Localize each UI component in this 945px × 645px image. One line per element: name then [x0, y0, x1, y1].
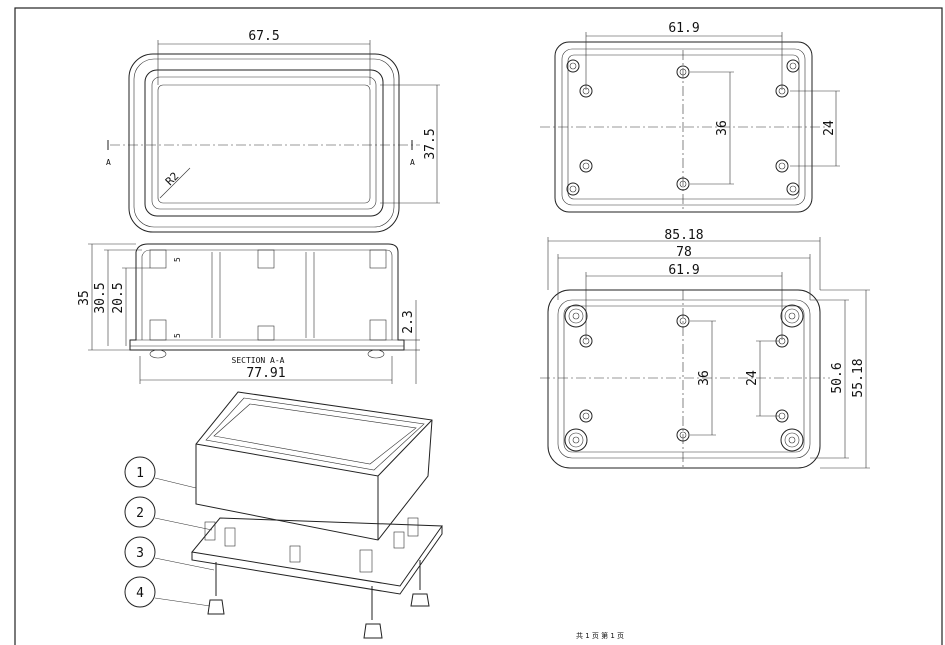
- section-upper-mark: 5: [173, 257, 182, 262]
- section-label: SECTION A-A: [232, 356, 285, 365]
- section-base-thickness: 2.3: [401, 310, 416, 333]
- callout-4: 4: [124, 576, 211, 608]
- bottom-hole-spacing: 61.9: [668, 263, 699, 278]
- top-width-dim: 67.5: [248, 29, 279, 44]
- top-height-dim: 37.5: [423, 128, 438, 159]
- inner-vertical-spacing: 36: [715, 120, 730, 136]
- callout-1: 1: [124, 456, 197, 489]
- svg-text:3: 3: [136, 546, 144, 561]
- top-view: 67.5 37.5 R2 A A: [106, 29, 440, 233]
- callout-2: 2: [124, 496, 213, 531]
- bottom-overall-width: 85.18: [664, 228, 703, 243]
- section-view: 35 30.5 20.5 5 5 2.3 SECTION A-A 77.91: [77, 243, 420, 384]
- inner-view: 61.9 36 24: [540, 21, 840, 213]
- bottom-overall-height: 55.18: [851, 358, 866, 397]
- section-mark-right: A: [410, 158, 415, 167]
- bottom-view: 85.18 78 61.9 36 24 50.6 55.18: [540, 228, 870, 470]
- section-lower-mark: 5: [173, 333, 182, 338]
- bottom-inner-height: 50.6: [830, 362, 845, 393]
- callout-3: 3: [124, 536, 215, 571]
- section-overall-height: 35: [77, 290, 92, 306]
- section-wall-height: 20.5: [111, 282, 126, 313]
- sheet-border: [14, 7, 943, 645]
- page-indicator: 共 1 页 第 1 页: [576, 631, 624, 640]
- svg-text:4: 4: [136, 586, 144, 601]
- bottom-side-spacing: 24: [745, 370, 760, 386]
- exploded-view: 1 2 3 4: [124, 391, 443, 639]
- section-inner-height: 30.5: [93, 282, 108, 313]
- bottom-vertical-spacing: 36: [697, 370, 712, 386]
- section-mark-left: A: [106, 158, 111, 167]
- svg-text:2: 2: [136, 506, 144, 521]
- radius-label: R2: [163, 170, 182, 189]
- svg-text:1: 1: [136, 466, 144, 481]
- inner-side-spacing: 24: [822, 120, 837, 136]
- inner-hole-spacing: 61.9: [668, 21, 699, 36]
- bottom-mid-width: 78: [676, 245, 692, 260]
- section-overall-width: 77.91: [246, 366, 285, 381]
